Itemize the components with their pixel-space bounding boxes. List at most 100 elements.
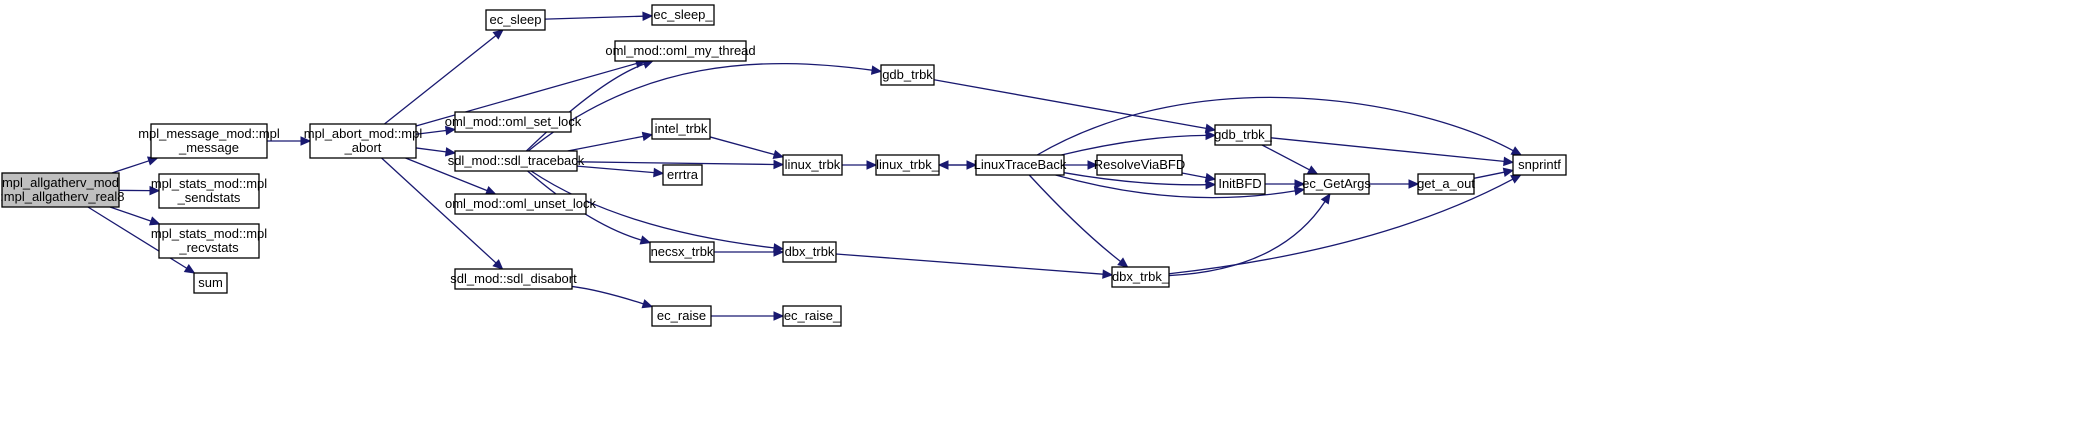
- call-edge: [1473, 171, 1505, 179]
- arrowhead-icon: [1087, 160, 1099, 170]
- arrowhead-icon: [1320, 192, 1331, 205]
- node-box: [1096, 154, 1183, 176]
- arrowhead-icon: [183, 263, 196, 274]
- arrowhead-icon: [773, 159, 785, 170]
- node-box: [1512, 154, 1567, 176]
- node-label: ec_raise: [657, 308, 706, 323]
- node-label: ::mpl_allgatherv_real8: [0, 189, 124, 204]
- arrowhead-icon: [1102, 269, 1114, 279]
- function-node-linux-trbk-[interactable]: linux_trbk_: [875, 154, 940, 176]
- arrowhead-icon: [773, 247, 785, 257]
- function-node-errtra[interactable]: errtra: [662, 164, 703, 186]
- node-box: [662, 164, 703, 186]
- call-edge: [1036, 96, 1514, 156]
- call-edge: [527, 170, 642, 241]
- function-node-sendstats[interactable]: mpl_stats_mod::mpl_sendstats: [151, 173, 267, 209]
- arrowhead-icon: [1205, 179, 1217, 190]
- call-edge: [709, 136, 775, 156]
- function-node-ec-raise[interactable]: ec_raise: [651, 305, 712, 327]
- arrowhead-icon: [937, 160, 949, 170]
- node-box: [485, 9, 546, 31]
- call-edge: [415, 129, 447, 135]
- arrowhead-icon: [1503, 156, 1515, 167]
- function-node-get-a-out[interactable]: get_a_out: [1417, 173, 1475, 195]
- node-label: dbx_trbk_: [1112, 269, 1170, 284]
- function-nodes: mpl_allgatherv_mod::mpl_allgatherv_real8…: [0, 4, 1567, 327]
- function-node-ec-raise-[interactable]: ec_raise_: [782, 305, 842, 327]
- function-node-intel-trbk[interactable]: intel_trbk: [651, 118, 711, 140]
- node-label: oml_mod::oml_my_thread: [605, 43, 755, 58]
- node-box: [309, 123, 417, 159]
- function-node-recvstats[interactable]: mpl_stats_mod::mpl_recvstats: [151, 223, 267, 259]
- arrowhead-icon: [1204, 172, 1217, 183]
- arrowhead-icon: [492, 29, 504, 40]
- call-edge: [1261, 144, 1310, 171]
- node-box: [454, 111, 572, 133]
- arrowhead-icon: [1294, 179, 1306, 189]
- call-edge: [405, 157, 488, 192]
- function-node-dbx-trbk-[interactable]: dbx_trbk_: [1111, 266, 1170, 288]
- node-label: sdl_mod::sdl_disabort: [450, 271, 577, 286]
- function-node-ec-sleep-[interactable]: ec_sleep_: [651, 4, 715, 26]
- function-node-gdb-trbk-[interactable]: gdb_trbk_: [1214, 124, 1273, 146]
- function-node-resolveviabfd[interactable]: ResolveViaBFD: [1094, 154, 1186, 176]
- function-node-oml-set-lock[interactable]: oml_mod::oml_set_lock: [445, 111, 582, 133]
- call-edge: [1168, 201, 1326, 277]
- node-label: ResolveViaBFD: [1094, 157, 1186, 172]
- node-label: mpl_stats_mod::mpl: [151, 176, 267, 191]
- arrowhead-icon: [300, 136, 312, 146]
- function-node-necsx-trbk[interactable]: necsx_trbk: [649, 241, 715, 263]
- call-edge: [544, 15, 644, 20]
- function-node-root: mpl_allgatherv_mod::mpl_allgatherv_real8: [0, 172, 124, 208]
- node-label: sum: [198, 275, 223, 290]
- call-edge: [571, 285, 644, 305]
- arrowhead-icon: [444, 147, 457, 157]
- call-edge: [384, 35, 497, 125]
- function-node-initbfd[interactable]: InitBFD: [1214, 173, 1266, 195]
- function-node-sum[interactable]: sum: [193, 272, 228, 294]
- function-node-ec-getargs[interactable]: ec_GetArgs: [1302, 173, 1371, 195]
- call-edge: [1028, 174, 1121, 262]
- node-box: [454, 150, 578, 172]
- arrowhead-icon: [1293, 186, 1306, 196]
- function-node-linuxtraceback[interactable]: LinuxTraceBack: [974, 154, 1067, 176]
- function-node-sdl-traceback[interactable]: sdl_mod::sdl_traceback: [448, 150, 585, 172]
- function-node-mpl-message[interactable]: mpl_message_mod::mpl_message: [138, 123, 280, 159]
- function-node-oml-unset-lock[interactable]: oml_mod::oml_unset_lock: [445, 193, 597, 215]
- call-edge: [527, 62, 873, 152]
- node-label: oml_mod::oml_set_lock: [445, 114, 582, 129]
- node-box: [651, 305, 712, 327]
- function-node-sdl-disabort[interactable]: sdl_mod::sdl_disabort: [450, 268, 577, 290]
- function-node-gdb-trbk[interactable]: gdb_trbk: [880, 64, 935, 86]
- function-node-ec-sleep[interactable]: ec_sleep: [485, 9, 546, 31]
- arrowhead-icon: [148, 216, 161, 226]
- function-node-snprintf[interactable]: snprintf: [1512, 154, 1567, 176]
- node-box: [651, 4, 715, 26]
- call-edge: [1061, 134, 1207, 156]
- arrowhead-icon: [1306, 165, 1319, 175]
- call-edge: [576, 165, 655, 174]
- function-node-dbx-trbk[interactable]: dbx_trbk: [782, 241, 837, 263]
- function-node-oml-my-thread[interactable]: oml_mod::oml_my_thread: [605, 40, 756, 62]
- node-label: dbx_trbk: [785, 244, 835, 259]
- node-label: _recvstats: [178, 240, 239, 255]
- call-edge: [111, 160, 150, 174]
- call-edge: [567, 135, 644, 152]
- function-node-linux-trbk[interactable]: linux_trbk: [782, 154, 843, 176]
- node-box: [782, 154, 843, 176]
- arrowhead-icon: [484, 186, 497, 195]
- node-label: linux_trbk_: [876, 157, 940, 172]
- node-label: snprintf: [1518, 157, 1561, 172]
- node-box: [651, 118, 711, 140]
- node-label: _abort: [344, 140, 382, 155]
- arrowhead-icon: [1502, 167, 1515, 177]
- node-label: ec_GetArgs: [1302, 176, 1371, 191]
- arrowhead-icon: [639, 235, 652, 245]
- function-node-mpl-abort[interactable]: mpl_abort_mod::mpl_abort: [304, 123, 423, 159]
- node-box: [454, 268, 573, 290]
- node-label: linux_trbk: [785, 157, 841, 172]
- call-edge: [576, 161, 775, 166]
- node-label: _sendstats: [177, 190, 241, 205]
- node-label: mpl_abort_mod::mpl: [304, 126, 423, 141]
